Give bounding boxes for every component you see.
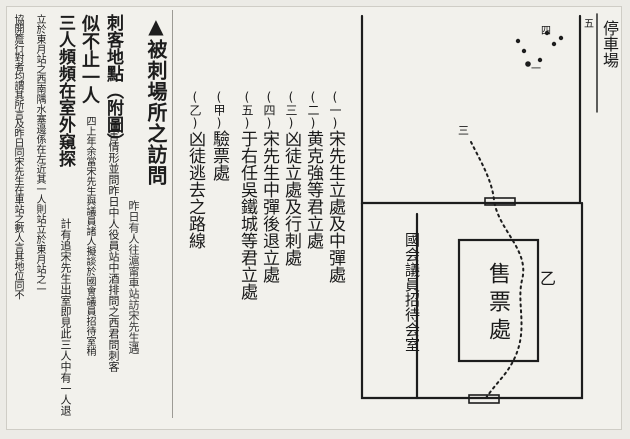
platform-outline [360,14,582,205]
marker-1: 一 [531,64,541,75]
body-column-2: 四上年余當宋先生與議員諸人擬談於國會議員招待室稍 [84,116,95,356]
legend-item-7: (乙)凶徒逃去之路線 [185,90,205,249]
legend-item-1: (一)宋先生立處及中彈處 [325,90,345,283]
marker-4: 四 [541,26,551,37]
ticket-office-label: 售票處 [485,262,510,346]
headline-line-2: 似不止一人 [79,14,100,104]
column-rule [172,10,173,418]
legend-item-5: (五)于右任吳鐵城等君立處 [237,90,257,300]
lounge-label: 國会議員招待会室 [403,232,421,352]
legend-mark: (甲) [212,90,226,130]
position-dots [515,30,564,67]
ticket-office-box [457,238,540,363]
building-outline [360,201,584,400]
legend-item-3: (三)凶徒立處及行刺處 [281,90,301,266]
legend-text: 于右任吳鐵城等君立處 [237,130,257,300]
body-column-4: 立於東月站之西南隅水塞邊係在左近其一人則站立於東月站之一 [34,14,45,294]
legend-item-2: (二)黄克強等君立處 [303,90,323,249]
legend-mark: (一) [328,90,342,130]
legend-item-6: (甲)驗票處 [209,90,229,181]
headline-line-3: 三人頻頻在室外窺探 [55,14,75,167]
title-mark: ▲ [144,14,168,39]
legend-mark: (四) [262,90,276,130]
legend-mark: (二) [306,90,320,130]
escape-route-line [470,141,525,399]
legend-item-4: (四)宋先生中彈後退立處 [259,90,279,283]
lower-door [468,394,500,404]
marker-3: 三 [458,124,469,137]
legend-text: 宋先生中彈後退立處 [259,130,279,283]
legend-text: 驗票處 [209,130,229,181]
headline-line-1: 刺客地點（附圖） [103,14,123,150]
body-column-1: 害情形並問昨日中人役員站中酒排問之西君問刺客 [107,130,120,372]
route-mark: 乙 [540,269,557,288]
marker-5: 五 [584,19,594,30]
legend-text: 宋先生立處及中彈處 [325,130,345,283]
body-column-3: 計有追宋先生出室即見此三人中有一人退 [59,218,72,416]
legend-text: 凶徒立處及行刺處 [281,130,301,266]
upper-door [484,197,516,206]
paper-sheet [6,6,622,430]
legend-mark: (三) [284,90,298,130]
title-text: 被刺場所之訪問 [144,39,168,186]
article-subtitle: 昨日有人往滬甯車站訪宋先生遇 [127,200,140,354]
legend-mark: (五) [240,90,254,130]
body-column-5: 協開簷行對者均謂其所言及昨日同宋先生在車站之數人言其地位同不 [12,14,23,299]
legend-mark: (乙) [188,90,202,130]
parking-label: 停車場 [600,20,619,68]
legend-text: 黄克強等君立處 [303,130,323,249]
article-title: ▲被刺場所之訪問 [144,14,168,186]
legend-text: 凶徒逃去之路線 [185,130,205,249]
